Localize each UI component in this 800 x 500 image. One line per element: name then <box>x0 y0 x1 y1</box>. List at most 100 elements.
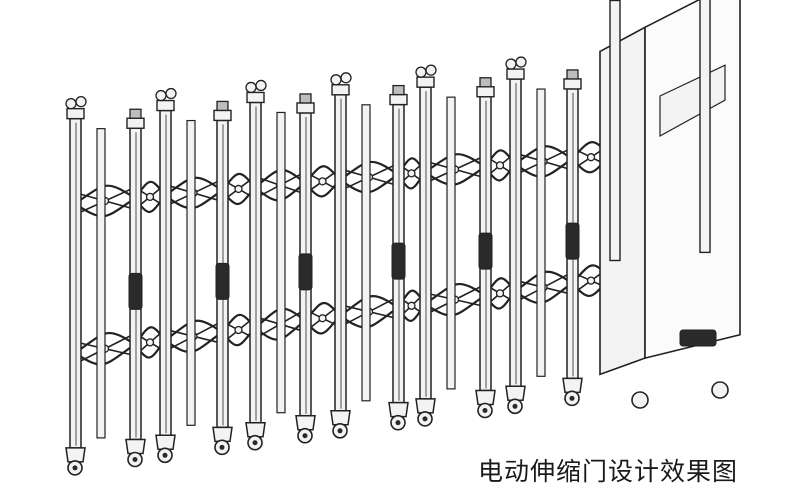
post-boot <box>155 434 176 451</box>
finial-icon <box>165 87 177 100</box>
rear-post <box>96 128 106 439</box>
post-boot <box>505 385 526 402</box>
head-front-post <box>599 26 646 376</box>
finial-icon <box>425 64 437 76</box>
finial-icon <box>479 77 492 88</box>
post-body <box>159 109 172 437</box>
lattice-rivet <box>234 325 243 335</box>
post-boot <box>415 398 436 414</box>
main-post <box>245 79 267 451</box>
spring-coil <box>128 272 143 310</box>
rear-post <box>536 88 546 377</box>
post-boot <box>475 389 496 406</box>
finial-icon <box>340 72 352 84</box>
post-cap <box>331 84 350 96</box>
finial-icon <box>566 69 579 80</box>
main-post <box>155 87 177 464</box>
lattice-rivet <box>407 301 416 310</box>
wheel-hub <box>482 408 488 413</box>
lattice-rivet <box>318 314 327 323</box>
lattice-rivet <box>145 192 155 202</box>
post-cap <box>66 107 85 120</box>
wheel-hub <box>512 403 518 409</box>
finial-icon <box>392 84 405 96</box>
lattice-rivet <box>145 338 155 347</box>
main-post <box>330 72 352 439</box>
rear-post-body <box>276 111 286 414</box>
post-cap <box>126 117 145 129</box>
post-cap <box>563 78 582 90</box>
finial-icon <box>299 93 312 104</box>
lattice-rivet <box>407 169 416 178</box>
finial-icon <box>515 56 527 68</box>
wheel-icon <box>631 391 649 409</box>
post-body <box>419 86 432 400</box>
wheel-hub <box>302 433 308 439</box>
motor-head-unit <box>599 0 741 409</box>
rear-post <box>361 104 371 402</box>
rear-post-body <box>96 128 106 439</box>
lattice-rivet <box>586 276 596 285</box>
nameplate <box>679 329 717 347</box>
post-layer <box>65 56 583 476</box>
spring-coil <box>565 222 580 260</box>
spring-coil <box>215 262 230 300</box>
wheel-hub <box>337 428 343 434</box>
head-post <box>609 0 621 262</box>
mid-post <box>562 69 583 407</box>
post-cap <box>296 102 315 114</box>
wheel-hub <box>219 444 225 450</box>
post-body <box>334 94 347 412</box>
post-body <box>249 101 262 424</box>
finial-icon <box>216 100 229 112</box>
wheel-icon <box>711 381 729 399</box>
rear-post <box>446 96 456 390</box>
post-body <box>509 78 522 388</box>
post-cap <box>416 76 435 88</box>
spring-coil <box>298 253 313 291</box>
post-boot <box>245 421 266 438</box>
mid-post <box>125 108 146 468</box>
post-cap <box>476 86 495 98</box>
post-boot <box>388 401 409 418</box>
head-post <box>699 0 711 254</box>
mid-post <box>295 93 316 444</box>
mid-post <box>388 84 409 431</box>
finial-icon <box>505 58 517 70</box>
finial-icon <box>245 81 257 94</box>
lattice-rivet <box>318 177 327 186</box>
spring-coil <box>478 232 493 270</box>
post-cap <box>246 91 265 104</box>
post-cap <box>506 68 525 80</box>
post-body <box>69 117 82 449</box>
wheel-hub <box>72 465 78 471</box>
wheel-hub <box>252 440 258 446</box>
post-cap <box>156 99 175 112</box>
mid-post <box>212 100 233 456</box>
finial-icon <box>155 89 167 102</box>
finial-icon <box>330 74 342 86</box>
lattice-rivet <box>495 161 505 170</box>
wheel-hub <box>132 457 138 462</box>
figure-caption: 电动伸缩门设计效果图 <box>478 457 739 486</box>
main-post <box>505 56 527 415</box>
rear-post-body <box>536 88 546 377</box>
wheel-hub <box>162 452 168 458</box>
wheel-hub <box>395 420 401 426</box>
rear-post-body <box>446 96 456 390</box>
rear-post-body <box>186 119 196 426</box>
spring-coil <box>391 242 406 280</box>
finial-icon <box>255 79 267 92</box>
main-post <box>415 64 437 427</box>
rear-post-body <box>361 104 371 402</box>
lattice-rivet <box>586 153 596 162</box>
post-boot <box>562 377 583 394</box>
rear-post <box>276 111 286 414</box>
lattice-rivet <box>234 184 243 194</box>
finial-icon <box>415 66 427 78</box>
post-boot <box>212 426 233 443</box>
post-cap <box>213 109 232 122</box>
finial-icon <box>75 96 87 108</box>
finial-icon <box>65 98 77 110</box>
